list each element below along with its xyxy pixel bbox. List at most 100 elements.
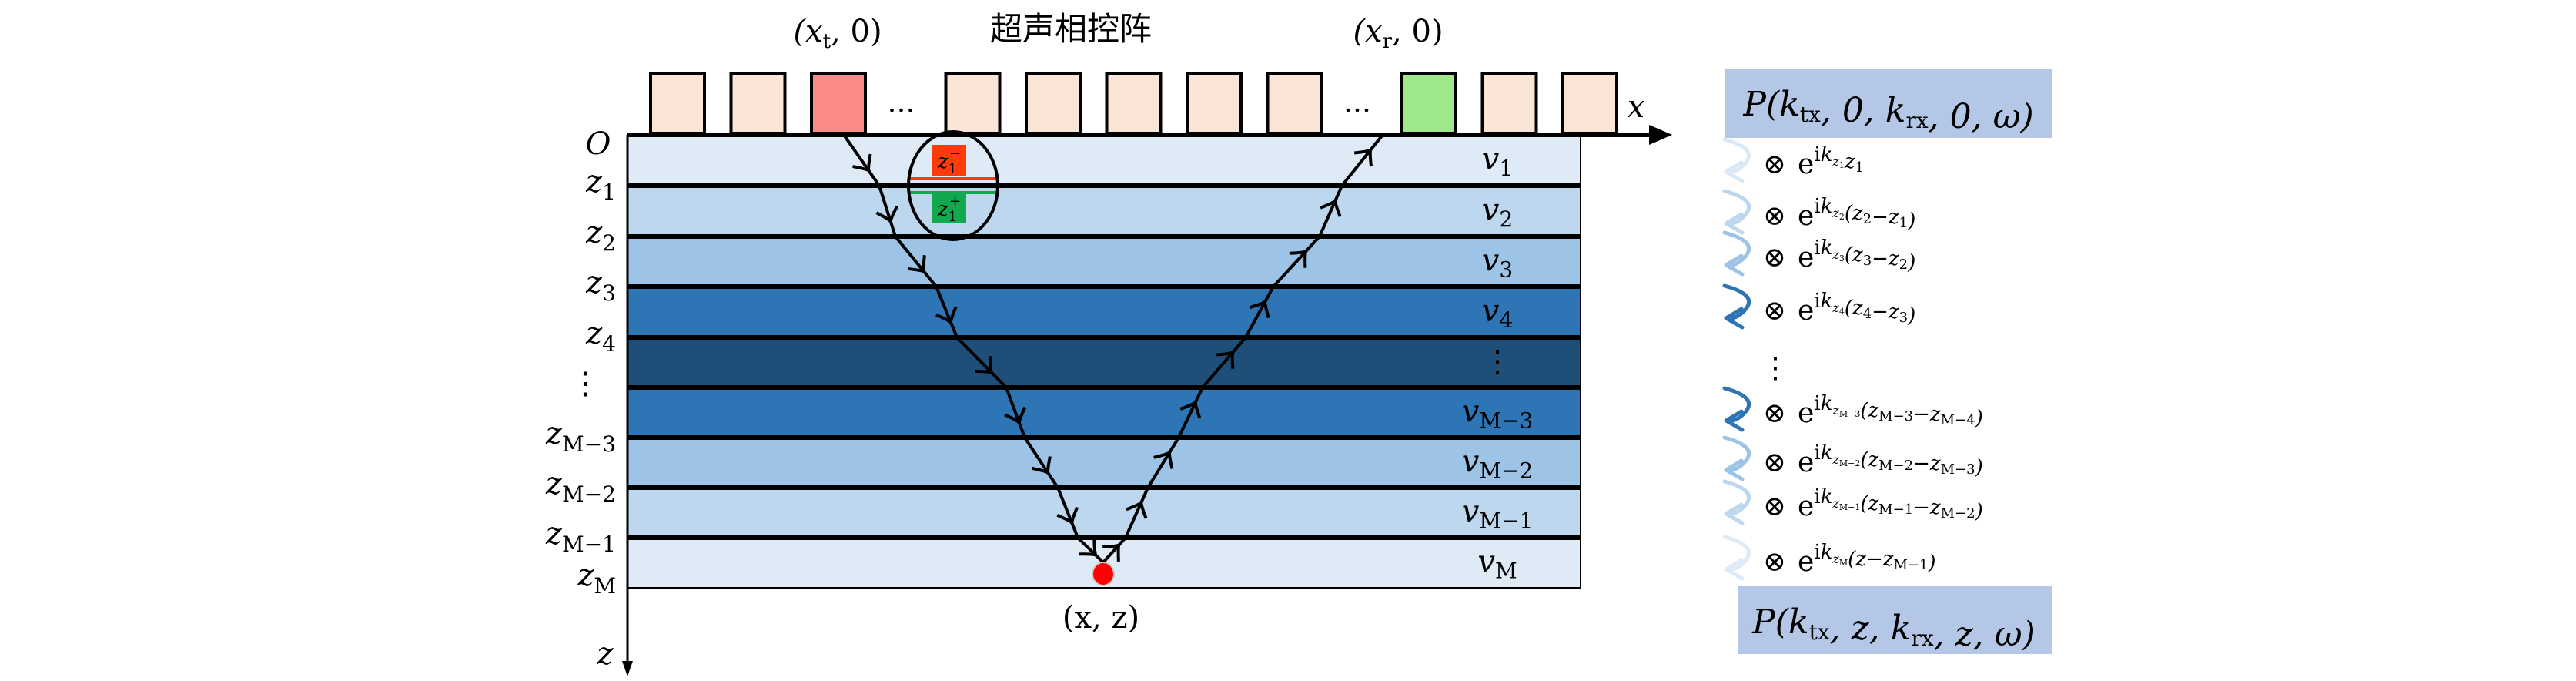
exp-arg: )	[1907, 304, 1915, 327]
exp-k-sub: z	[1832, 247, 1839, 262]
ray-arrowhead-icon	[852, 153, 872, 173]
exp-arg: )	[1927, 552, 1935, 575]
ray-arrowhead-icon	[1079, 538, 1099, 558]
ray-arrowhead-icon	[907, 255, 926, 274]
formula-text: , 0, k	[1821, 91, 1906, 130]
exp-arg: (z	[1845, 297, 1863, 320]
swirl-arrow-icon	[1722, 435, 1751, 481]
exp-k-sub: z	[1832, 300, 1839, 315]
rx-label-close: , 0)	[1392, 14, 1443, 49]
normal-element	[944, 72, 1002, 135]
velocity-label: ⋮	[1482, 344, 1513, 380]
exp-k-sub: z	[1832, 206, 1839, 220]
layer-5	[627, 337, 1581, 388]
velocity-subscript: 1	[1499, 156, 1513, 181]
velocity-subscript: M−2	[1479, 458, 1533, 484]
swirl-arrow-icon	[1722, 283, 1751, 330]
interface-minus-label: z1−	[937, 146, 961, 177]
exp-base: e	[1798, 200, 1814, 232]
tensor-product-icon: ⊗	[1763, 447, 1786, 478]
propagator-term: eikzM(z−zM−1)	[1798, 541, 1936, 578]
velocity-symbol: v	[1462, 495, 1480, 530]
exp-base: e	[1798, 295, 1814, 327]
exp-arg: z	[1844, 150, 1855, 173]
depth-symbol: z	[585, 265, 603, 300]
normal-element	[1266, 72, 1323, 135]
depth-label: zM−1	[545, 516, 616, 557]
incident-ray	[842, 133, 1105, 564]
exp-i: i	[1814, 485, 1820, 508]
exp-k-subsub: 1	[1839, 160, 1845, 170]
depth-symbol: z	[545, 416, 563, 451]
layer-3	[627, 236, 1581, 287]
exp-k: k	[1821, 392, 1833, 415]
velocity-symbol: v	[1482, 142, 1500, 177]
rx-label-open: (x	[1353, 14, 1382, 49]
propagator-row: ⊗eikzM−2(zM−2−zM−3)	[1722, 435, 1983, 481]
receiver-element	[1400, 72, 1457, 135]
ray-arrowhead-icon	[1353, 147, 1373, 167]
transmitter-position-label: (xt, 0)	[793, 14, 882, 53]
propagator-row: ⊗eikz1z1	[1722, 137, 1864, 183]
propagator-row: ⊗eikzM−1(zM−1−zM−2)	[1722, 479, 1983, 525]
exp-k: k	[1821, 195, 1833, 218]
velocity-symbol: v	[1482, 193, 1500, 228]
ray-arrowhead-icon	[1216, 350, 1236, 369]
exp-k: k	[1821, 290, 1833, 313]
depth-symbol: z	[585, 164, 603, 200]
exp-arg-sub: M−1	[1893, 557, 1928, 573]
exp-i: i	[1814, 441, 1820, 465]
exp-k: k	[1821, 541, 1833, 564]
depth-label: zM−3	[545, 416, 616, 457]
swirl-arrow-icon	[1722, 386, 1751, 432]
formula-text: P(k	[1742, 85, 1799, 124]
exp-arg: −z	[1913, 403, 1941, 426]
velocity-symbol: v	[1482, 294, 1500, 329]
propagator-row: ⊗eikzM−3(zM−3−zM−4)	[1722, 386, 1983, 432]
normal-element	[1561, 72, 1618, 135]
formula-text: , z, ω)	[1934, 615, 2036, 654]
propagator-row: ⊗eikz2(z2−z1)	[1722, 189, 1915, 235]
propagator-term: eikzM−3(zM−3−zM−4)	[1798, 392, 1983, 430]
depth-label: zM	[577, 558, 616, 599]
propagator-term: eikz3(z3−z2)	[1798, 237, 1915, 274]
exp-k: k	[1821, 143, 1833, 166]
tensor-product-icon: ⊗	[1763, 491, 1786, 522]
ray-arrowhead-icon	[1153, 449, 1174, 469]
exp-k-sub: z	[1832, 552, 1839, 566]
velocity-subscript: M	[1495, 559, 1517, 584]
swirl-arrow-icon	[1722, 230, 1751, 277]
velocity-label: vM−2	[1462, 444, 1534, 484]
phased-array-elements: ……	[649, 72, 1618, 135]
exp-k-sub: z	[1832, 403, 1839, 418]
array-title: 超声相控阵	[990, 10, 1152, 48]
ray-arrowhead-icon	[935, 306, 958, 326]
exp-i: i	[1814, 237, 1820, 260]
rx-label-sub: r	[1383, 30, 1393, 53]
interface-plus-block	[932, 194, 966, 223]
velocity-label: v3	[1482, 243, 1513, 283]
exp-arg-sub: M−4	[1941, 412, 1975, 428]
exp-arg: (z−z	[1848, 548, 1894, 571]
formula-subscript: rx	[1905, 108, 1928, 133]
tx-label-close: , 0)	[831, 14, 882, 49]
exp-k-sub: z	[1832, 452, 1839, 467]
exp-k-subsub: 2	[1839, 212, 1845, 222]
propagator-row: ⊗eikz4(z4−z3)	[1722, 283, 1915, 330]
exp-arg: −z	[1913, 496, 1941, 519]
normal-element	[1105, 72, 1163, 135]
interface-minus-block	[932, 145, 966, 176]
exp-i: i	[1814, 541, 1820, 564]
tx-label-open: (x	[793, 14, 822, 49]
exp-arg-sub: 3	[1863, 253, 1872, 269]
exp-arg-sub: M−2	[1878, 458, 1913, 474]
formula-subscript: tx	[1809, 619, 1830, 645]
exp-arg-sub: 3	[1899, 310, 1908, 326]
depth-label: z3	[585, 265, 616, 306]
velocity-label: vM	[1477, 545, 1517, 584]
exp-base: e	[1798, 546, 1814, 578]
exp-k-subsub: M−3	[1839, 409, 1860, 419]
bottom-wavefield-box	[1738, 586, 2052, 654]
x-axis-arrow-icon	[1649, 125, 1672, 145]
exp-arg: −z	[1913, 452, 1941, 475]
